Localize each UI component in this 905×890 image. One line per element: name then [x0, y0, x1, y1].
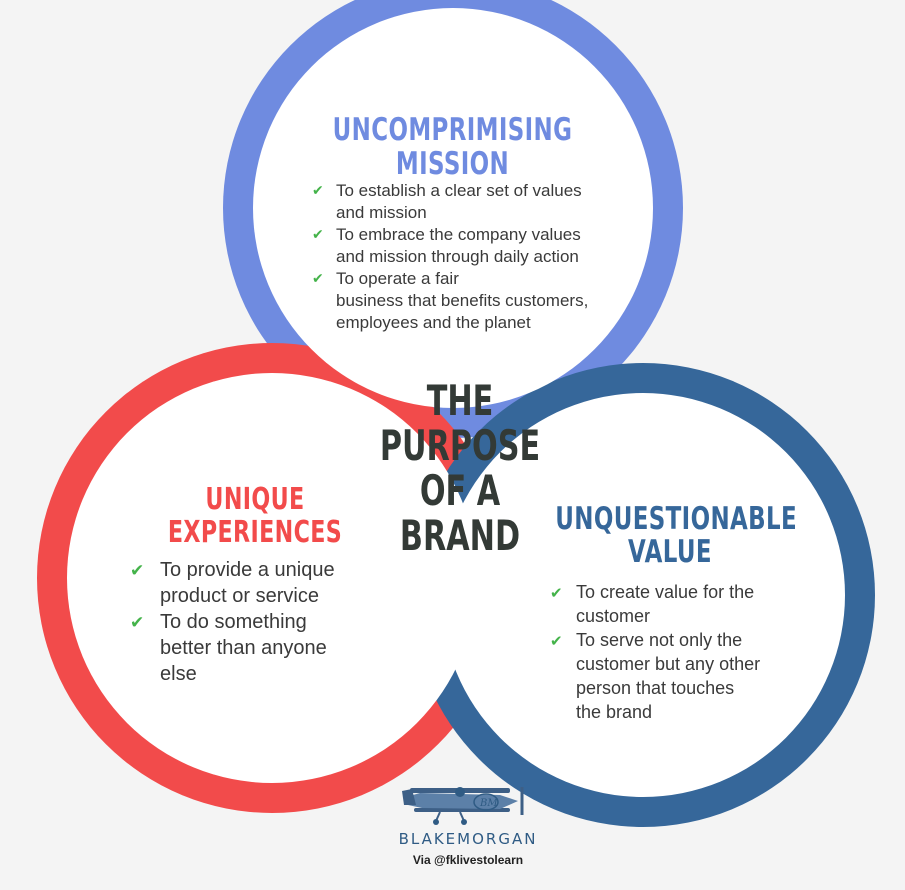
- left-heading: UNIQUE EXPERIENCES: [140, 483, 369, 549]
- logo-wordmark: BLAKEMORGAN: [398, 830, 538, 848]
- center-title-line: THE: [426, 376, 494, 425]
- item-text: business that benefits customers,: [336, 291, 589, 310]
- center-title: THE PURPOSE OF A BRAND: [366, 378, 553, 558]
- center-title-line: OF A: [419, 466, 501, 515]
- top-heading-line1: UNCOMPRIMISING: [332, 112, 573, 148]
- item-text: customer: [576, 606, 651, 626]
- center-title-line: PURPOSE: [379, 421, 541, 470]
- item-text: else: [160, 663, 197, 685]
- item-text: and mission through daily action: [336, 247, 579, 266]
- list-item: ✔ To provide a unique product or service: [130, 557, 390, 609]
- biplane-icon: BM: [402, 787, 524, 825]
- right-heading-line1: UNQUESTIONABLE: [555, 501, 798, 537]
- item-text: person that touches: [576, 678, 735, 698]
- mission-list: ✔ To establish a clear set of values and…: [312, 180, 652, 334]
- checkmark-icon: ✔: [550, 632, 563, 650]
- top-heading-line2: MISSION: [395, 146, 510, 182]
- item-text: and mission: [336, 203, 427, 222]
- list-item: ✔ To create value for the customer: [550, 580, 810, 628]
- brand-logo: BM BLAKEMORGAN Via @fklivestolearn: [378, 775, 558, 875]
- checkmark-icon: ✔: [312, 183, 324, 199]
- right-heading: UNQUESTIONABLE VALUE: [555, 501, 798, 570]
- list-item: ✔ To embrace the company values and miss…: [312, 224, 652, 268]
- item-text: better than anyone: [160, 637, 327, 659]
- item-text: employees and the planet: [336, 313, 531, 332]
- list-item: ✔ To do something better than anyone els…: [130, 609, 390, 687]
- checkmark-icon: ✔: [550, 584, 563, 602]
- value-list: ✔ To create value for the customer ✔ To …: [550, 580, 810, 724]
- item-text: customer but any other: [576, 654, 761, 674]
- left-heading-line2: EXPERIENCES: [167, 515, 343, 550]
- right-heading-line2: VALUE: [628, 534, 712, 570]
- svg-text:BM: BM: [479, 798, 498, 809]
- checkmark-icon: ✔: [312, 227, 324, 243]
- left-ring-fill: [67, 373, 477, 783]
- item-text: To serve not only the: [576, 630, 743, 650]
- item-text: To do something: [160, 611, 307, 633]
- item-text: the brand: [576, 702, 653, 722]
- top-heading: UNCOMPRIMISING MISSION: [325, 113, 580, 181]
- item-text: To create value for the: [576, 582, 755, 602]
- list-item: ✔ To operate a fair business that benefi…: [312, 268, 652, 334]
- item-text: To operate a fair: [336, 269, 459, 288]
- experiences-list: ✔ To provide a unique product or service…: [130, 557, 390, 687]
- item-text: To embrace the company values: [336, 225, 581, 244]
- checkmark-icon: ✔: [130, 561, 145, 581]
- checkmark-icon: ✔: [312, 271, 324, 287]
- item-text: To provide a unique: [160, 559, 335, 581]
- item-text: product or service: [160, 585, 319, 607]
- via-credit: Via @fklivestolearn: [412, 853, 524, 867]
- item-text: To establish a clear set of values: [336, 181, 582, 200]
- checkmark-icon: ✔: [130, 613, 145, 633]
- list-item: ✔ To establish a clear set of values and…: [312, 180, 652, 224]
- left-heading-line1: UNIQUE: [205, 482, 305, 517]
- list-item: ✔ To serve not only the customer but any…: [550, 628, 810, 724]
- right-ring-fill: [441, 393, 845, 797]
- top-ring-fill: [253, 8, 653, 408]
- center-title-line: BRAND: [399, 511, 521, 560]
